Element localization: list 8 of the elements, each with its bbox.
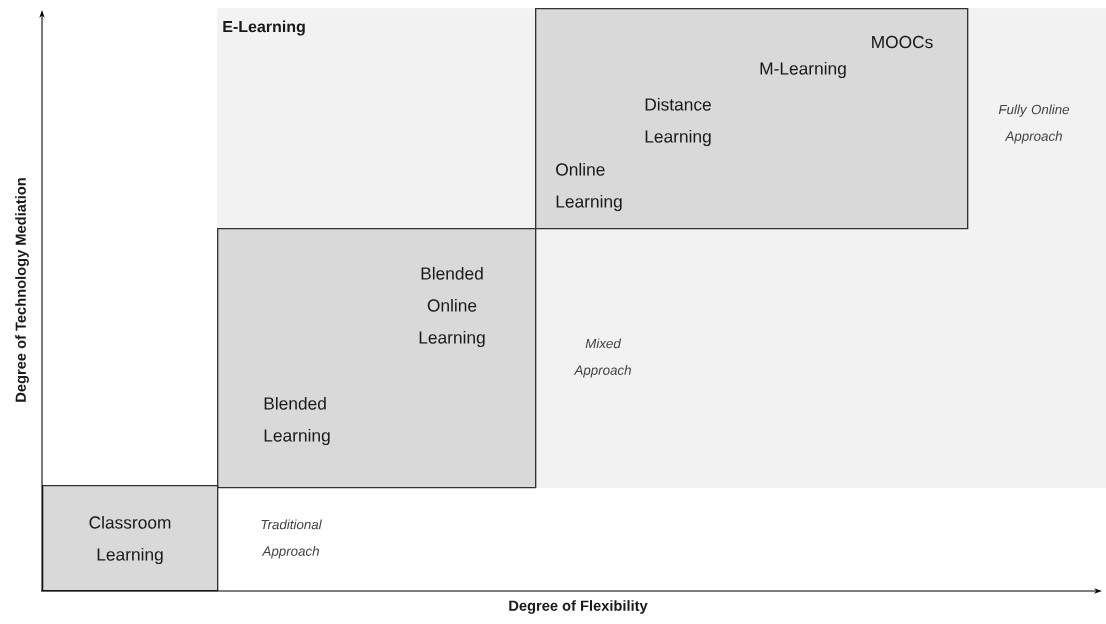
category-box: Classroom Learning	[42, 485, 219, 592]
approach-label: Mixed Approach	[573, 338, 631, 378]
category-box: Blended Online Learning Blended Learning	[217, 228, 537, 489]
approach-label: Traditional Approach	[261, 519, 322, 559]
approach-label: Fully Online Approach	[998, 104, 1070, 144]
category-box: MOOCs M-Learning Distance Learning Online Learning	[535, 8, 969, 230]
axis-label: Degree of Flexibility	[509, 600, 648, 614]
axis-label: Degree of Technology Mediation	[15, 178, 29, 402]
